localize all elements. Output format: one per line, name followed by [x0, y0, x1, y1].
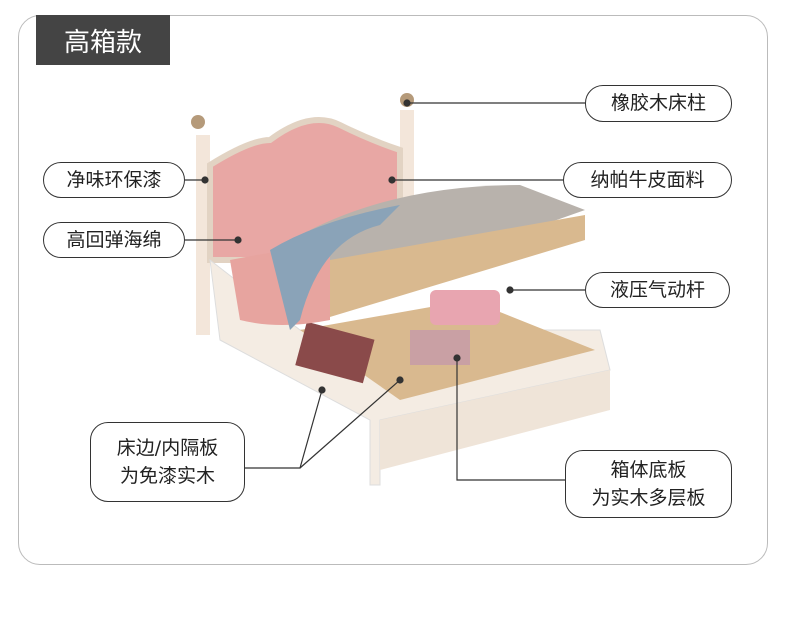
slat-board — [320, 215, 585, 320]
bed-side — [380, 370, 610, 470]
callout-post: 橡胶木床柱 — [585, 85, 732, 122]
callout-side-panel: 床边/内隔板 为免漆实木 — [90, 422, 245, 502]
blue-blanket — [270, 205, 400, 330]
callout-bottom-board: 箱体底板 为实木多层板 — [565, 450, 732, 518]
left-post-knob — [191, 115, 205, 129]
callout-sponge: 高回弹海绵 — [43, 222, 185, 258]
folded-cloth — [410, 330, 470, 365]
left-post — [196, 135, 210, 335]
callout-side-line2: 为免漆实木 — [119, 465, 215, 487]
callout-paint: 净味环保漆 — [43, 162, 185, 198]
callout-leather: 纳帕牛皮面料 — [563, 162, 732, 198]
pink-blanket — [430, 290, 500, 325]
right-post — [400, 110, 414, 200]
product-card — [18, 15, 768, 565]
callout-bottom-line2: 为实木多层板 — [591, 487, 706, 509]
striped-box — [295, 321, 375, 384]
callout-bottom-line1: 箱体底板 — [610, 458, 687, 481]
callout-side-line1: 床边/内隔板 — [116, 436, 219, 459]
header-tab: 高箱款 — [36, 15, 170, 65]
callout-hydraulic: 液压气动杆 — [585, 272, 730, 308]
